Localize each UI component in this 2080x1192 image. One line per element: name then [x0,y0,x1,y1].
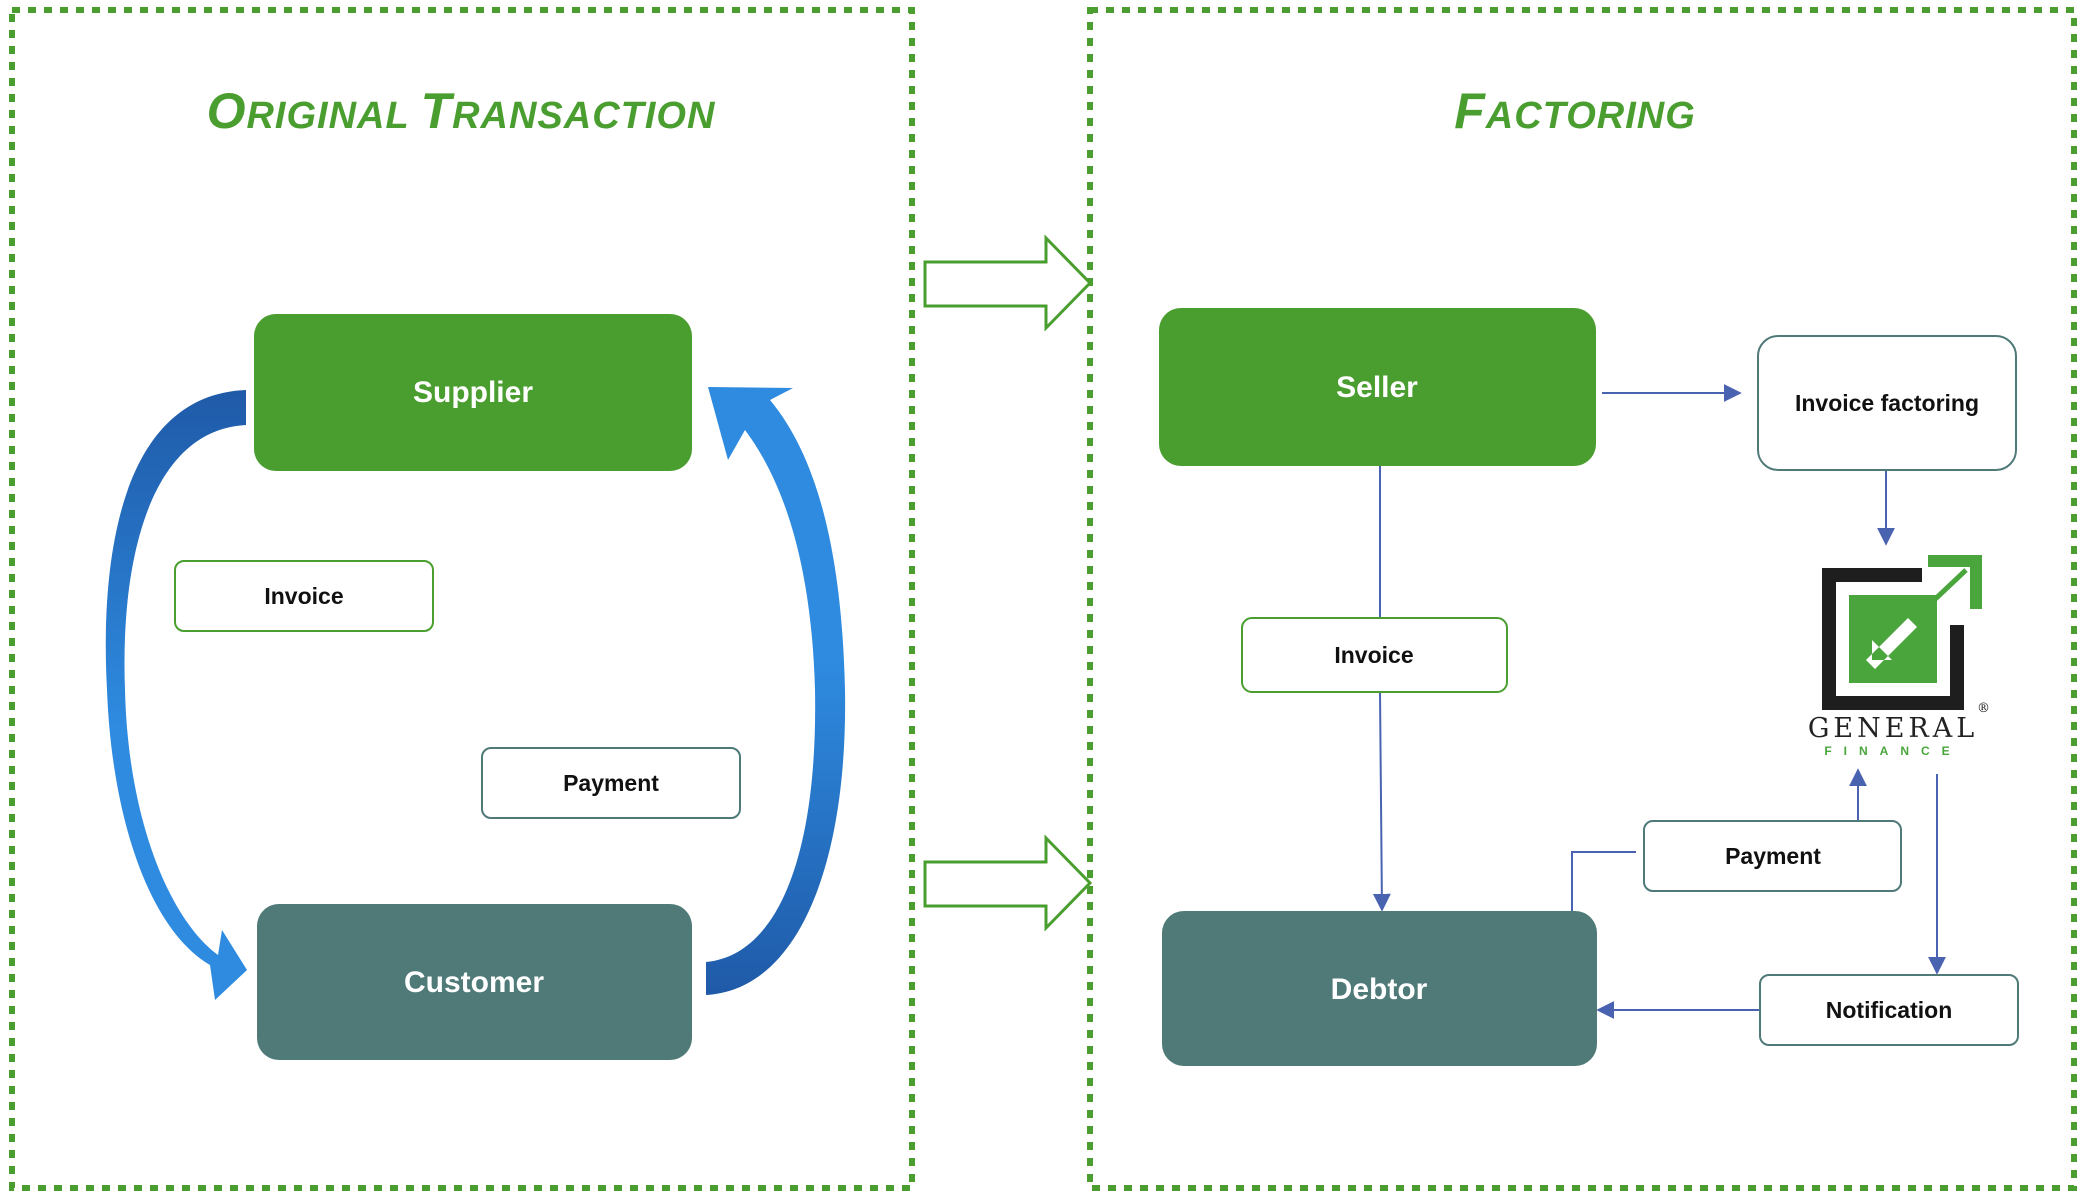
logo-registered-mark: ® [1977,701,1990,716]
debtor-node [1162,911,1597,1066]
payment-tag [1643,820,1902,892]
notification-tag [1759,974,2019,1046]
invoice-tag [1241,617,1508,693]
invoice-factoring-tag [1757,335,2017,471]
general-finance-logo-icon: GENERAL ® FINANCE [1808,555,1990,758]
customer-label: Customer [404,966,544,999]
seller-node [1159,308,1596,466]
invoice-tag-label: Invoice [264,583,343,609]
logo-corner-green [1928,555,1982,609]
curved-arrow-icon [105,390,247,1000]
seller-label: Seller [1336,371,1418,404]
right-panel-title: FACTORING [1454,83,1696,139]
logo-diagonal [1928,568,1968,606]
debtor-label: Debtor [1331,973,1428,1006]
supplier-label: Supplier [413,376,533,409]
right-panel-border [1087,7,2077,1191]
supplier-node [254,314,692,471]
logo-arrow-white [1866,618,1917,669]
payment-tag [481,747,741,819]
notification-tag-label: Notification [1826,997,1953,1023]
hollow-right-arrow-icon [923,234,1093,332]
customer-node [257,904,692,1060]
logo-sub: FINANCE [1824,744,1961,758]
invoice-factoring-label: Invoice factoring [1795,390,1979,416]
left-panel-title: ORIGINAL TRANSACTION [207,83,716,139]
invoice-tag [174,560,434,632]
payment-tag-label: Payment [563,770,659,796]
invoice-tag-label: Invoice [1334,642,1413,668]
logo-name: GENERAL [1808,713,1978,744]
curved-arrow-icon [706,387,846,995]
hollow-right-arrow-icon [923,834,1093,932]
invoice-to-debtor-connector [1372,691,1391,912]
payment-tag-label: Payment [1725,843,1821,869]
left-panel-border [9,7,915,1191]
